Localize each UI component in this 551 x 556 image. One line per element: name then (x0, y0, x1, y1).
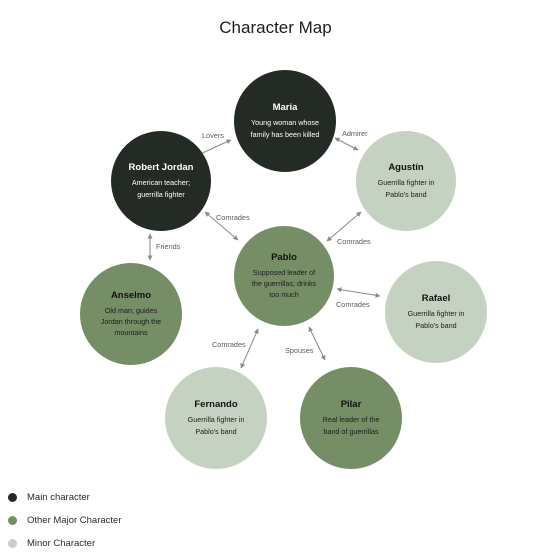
legend-label-major: Other Major Character (27, 515, 122, 526)
node-pilar: Pilar Real leader of the band of guerril… (300, 367, 402, 469)
edge-robert-maria-arrow (197, 139, 232, 156)
node-robert-jordan-name: Robert Jordan (128, 162, 194, 174)
node-maria: Maria Young woman whose family has been … (234, 70, 336, 172)
node-fernando: Fernando Guerrilla fighter in Pablo's ba… (165, 367, 267, 469)
edge-label-comrades-rafael-pablo: Comrades (336, 300, 370, 309)
node-maria-name: Maria (272, 102, 298, 114)
edge-label-comrades-agustin-pablo: Comrades (337, 237, 371, 246)
node-fernando-desc: Guerrilla fighter in Pablo's band (187, 415, 245, 436)
legend-item-minor: Minor Character (8, 532, 122, 555)
node-pablo-name: Pablo (271, 251, 297, 263)
node-robert-jordan: Robert Jordan American teacher; guerrill… (111, 131, 211, 231)
node-agustin-name: Agustín (388, 162, 424, 174)
edge-rafael-pablo-arrow (336, 287, 381, 298)
edge-label-comrades-robert-pablo: Comrades (216, 213, 250, 222)
node-pilar-name: Pilar (340, 399, 362, 411)
node-pablo: Pablo Supposed leader of the guerrillas;… (234, 226, 334, 326)
legend-dot-major (8, 516, 17, 525)
legend-label-main: Main character (27, 492, 90, 503)
node-anselmo: Anselmo Old man; guides Jordan through t… (80, 263, 182, 365)
edge-agustin-maria-arrow (334, 137, 359, 151)
edge-label-lovers: Lovers (202, 131, 224, 140)
edge-robert-pablo-arrow (204, 211, 239, 241)
node-rafael: Rafael Guerrilla fighter in Pablo's band (385, 261, 487, 363)
node-rafael-name: Rafael (421, 293, 451, 305)
node-anselmo-desc: Old man; guides Jordan through the mount… (100, 305, 162, 338)
edge-agustin-pablo-arrow (326, 211, 362, 242)
diagram-title: Character Map (219, 18, 332, 37)
node-agustin: Agustín Guerrilla fighter in Pablo's ban… (356, 131, 456, 231)
node-anselmo-name: Anselmo (110, 289, 152, 301)
edge-label-admirer: Admirer (342, 129, 368, 138)
node-robert-jordan-desc: American teacher; guerrilla fighter (131, 178, 191, 199)
edge-pilar-pablo-arrow (308, 326, 326, 361)
node-agustin-desc: Guerrilla fighter in Pablo's band (377, 178, 435, 199)
legend-item-major: Other Major Character (8, 509, 122, 532)
legend: Main character Other Major Character Min… (8, 486, 122, 555)
edge-fernando-pablo-arrow (240, 328, 259, 369)
legend-label-minor: Minor Character (27, 538, 96, 549)
edge-label-spouses: Spouses (285, 346, 314, 355)
legend-item-main: Main character (8, 486, 122, 509)
node-pablo-desc: Supposed leader of the guerrillas; drink… (251, 267, 317, 300)
edge-label-comrades-fernando-pablo: Comrades (212, 340, 246, 349)
legend-dot-minor (8, 539, 17, 548)
node-rafael-desc: Guerrilla fighter in Pablo's band (407, 309, 465, 330)
node-fernando-name: Fernando (194, 399, 238, 411)
edge-label-friends: Friends (156, 242, 181, 251)
node-pilar-desc: Real leader of the band of guerrillas (322, 415, 380, 436)
node-maria-desc: Young woman whose family has been killed (250, 118, 320, 139)
legend-dot-main (8, 493, 17, 502)
